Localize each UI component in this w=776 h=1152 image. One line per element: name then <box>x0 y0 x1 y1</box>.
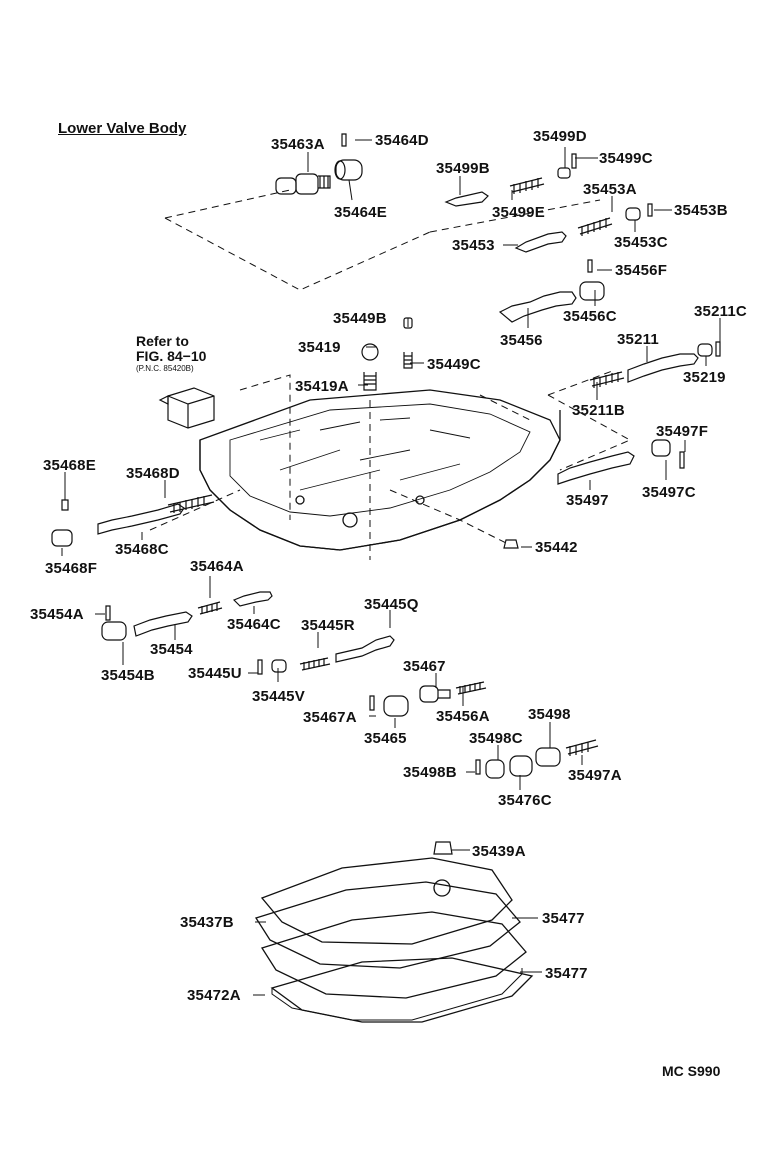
part-label-35499e: 35499E <box>492 204 545 221</box>
part-label-35499d: 35499D <box>533 128 587 145</box>
part-label-35497a: 35497A <box>568 767 622 784</box>
part-label-35454: 35454 <box>150 641 193 658</box>
valve-parts <box>52 134 720 854</box>
part-label-35445r: 35445R <box>301 617 355 634</box>
part-label-35499b: 35499B <box>436 160 490 177</box>
part-label-35442: 35442 <box>535 539 578 556</box>
part-label-35477-upper: 35477 <box>542 910 585 927</box>
reference-line-2: FIG. 84−10 <box>136 348 207 364</box>
part-label-35419: 35419 <box>298 339 341 356</box>
part-label-35437b: 35437B <box>180 914 234 931</box>
part-label-35468d: 35468D <box>126 465 180 482</box>
part-label-35454b: 35454B <box>101 667 155 684</box>
reference-line-1: Refer to <box>136 333 189 349</box>
part-label-35468e: 35468E <box>43 457 96 474</box>
part-label-35463a: 35463A <box>271 136 325 153</box>
part-label-35472a: 35472A <box>187 987 241 1004</box>
part-label-35219: 35219 <box>683 369 726 386</box>
part-label-35456f: 35456F <box>615 262 668 279</box>
part-label-35456c: 35456C <box>563 308 617 325</box>
part-label-35467a: 35467A <box>303 709 357 726</box>
part-label-35477-lower: 35477 <box>545 965 588 982</box>
part-label-35211c: 35211C <box>694 303 747 320</box>
part-label-35456a: 35456A <box>436 708 490 725</box>
part-label-35445q: 35445Q <box>364 596 419 613</box>
part-label-35497: 35497 <box>566 492 609 509</box>
part-label-35464d: 35464D <box>375 132 429 149</box>
assembly-guide-lines <box>150 190 630 560</box>
part-label-35465: 35465 <box>364 730 407 747</box>
part-label-35211: 35211 <box>617 331 659 348</box>
part-label-35445u: 35445U <box>188 665 242 682</box>
part-label-35467: 35467 <box>403 658 446 675</box>
figure-reference: Refer to FIG. 84−10 (P.N.C. 85420B) <box>136 334 206 374</box>
valve-body-block <box>200 390 560 550</box>
part-label-35468f: 35468F <box>45 560 98 577</box>
part-label-35497c: 35497C <box>642 484 696 501</box>
part-label-35498: 35498 <box>528 706 571 723</box>
gasket-plates <box>256 858 532 1022</box>
part-label-35454a: 35454A <box>30 606 84 623</box>
leader-lines <box>62 140 720 995</box>
part-label-35445v: 35445V <box>252 688 305 705</box>
part-label-35449c: 35449C <box>427 356 481 373</box>
part-label-35211b: 35211B <box>572 402 625 419</box>
part-label-35453a: 35453A <box>583 181 637 198</box>
part-label-35419a: 35419A <box>295 378 349 395</box>
diagram-code: MC S990 <box>662 1063 721 1079</box>
part-label-35464c: 35464C <box>227 616 281 633</box>
part-label-35453c: 35453C <box>614 234 668 251</box>
diagram-title: Lower Valve Body <box>58 120 187 137</box>
part-label-35439a: 35439A <box>472 843 526 860</box>
reference-pnc: (P.N.C. 85420B) <box>136 364 194 373</box>
part-label-35498b: 35498B <box>403 764 457 781</box>
part-label-35476c: 35476C <box>498 792 552 809</box>
part-label-35464e: 35464E <box>334 204 387 221</box>
part-label-35497f: 35497F <box>656 423 709 440</box>
part-label-35453b: 35453B <box>674 202 728 219</box>
part-label-35456: 35456 <box>500 332 543 349</box>
part-label-35464a: 35464A <box>190 558 244 575</box>
part-label-35449b: 35449B <box>333 310 387 327</box>
part-label-35453: 35453 <box>452 237 495 254</box>
part-label-35499c: 35499C <box>599 150 653 167</box>
part-label-35468c: 35468C <box>115 541 169 558</box>
part-label-35498c: 35498C <box>469 730 523 747</box>
